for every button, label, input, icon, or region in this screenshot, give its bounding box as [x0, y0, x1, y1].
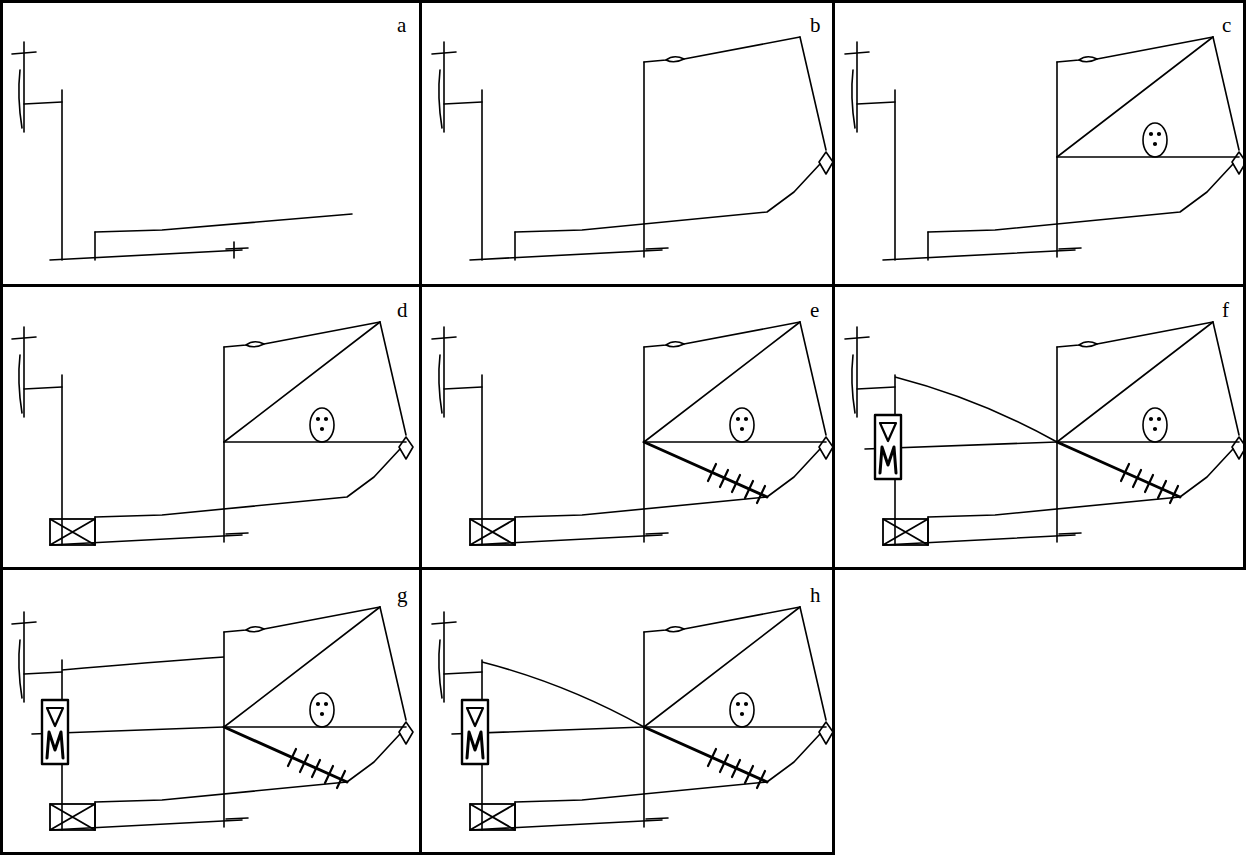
- panel-letter: c: [1220, 14, 1233, 37]
- sketch-b: [432, 37, 833, 260]
- sketch-e: [432, 322, 833, 545]
- sketch-g: [12, 607, 413, 830]
- panel-letter: e: [808, 299, 821, 322]
- sketch-c: [845, 37, 1246, 260]
- panel-letter: h: [808, 584, 823, 607]
- panel-letter: a: [395, 14, 408, 37]
- sketch-f: [845, 322, 1246, 545]
- panel-letter: g: [395, 584, 410, 607]
- panel-letter: f: [1220, 299, 1231, 322]
- sketch-d: [12, 322, 413, 545]
- sketch-a: [12, 42, 352, 260]
- sketch-h: [432, 607, 833, 830]
- panel-letter: d: [395, 299, 410, 322]
- panel-letter: b: [808, 14, 823, 37]
